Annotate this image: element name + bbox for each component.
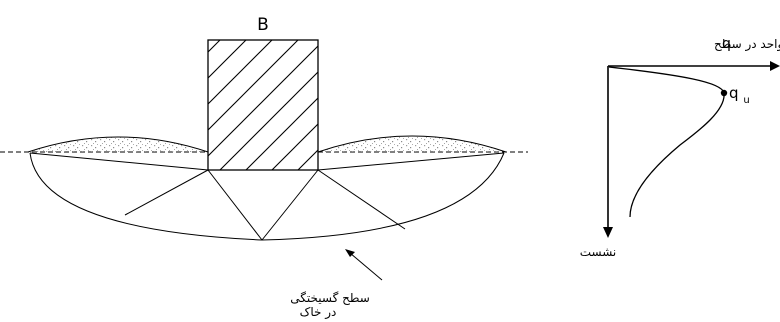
load-axis-arrowhead — [770, 61, 780, 71]
active-wedge-right — [261, 169, 319, 241]
failure-surface-right — [261, 152, 505, 241]
failure-surface-left — [29, 152, 263, 241]
ultimate-load-subscript: u — [743, 95, 749, 106]
ultimate-load-symbol: q — [729, 84, 739, 102]
heaved-soil-left — [28, 137, 208, 152]
footing-width-label: B — [257, 15, 269, 35]
failure-zones — [29, 152, 505, 241]
load-axis-symbol: q — [722, 36, 731, 52]
ultimate-load-label: q u — [729, 84, 750, 106]
heave-outline-right — [317, 135, 507, 153]
footing-diagram: B سطح گسیختگی در خاک — [0, 15, 528, 320]
settlement-axis-label: نشست — [580, 245, 617, 259]
heaved-soil-right — [318, 136, 506, 152]
load-settlement-curve: بار واحد در سطح q q u نشست — [580, 36, 780, 259]
failure-surface-pointer-arrowhead — [345, 249, 355, 257]
heave-outline-left — [27, 136, 209, 153]
radial-shear-line-right — [317, 169, 406, 230]
passive-boundary-left — [29, 152, 209, 171]
active-wedge-left — [207, 169, 263, 241]
ultimate-load-point — [720, 89, 728, 97]
radial-shear-line-left — [124, 169, 209, 216]
load-settlement-curve-line — [608, 66, 725, 218]
failure-surface-label-line1: سطح گسیختگی — [290, 291, 370, 305]
failure-surface-label-line2: در خاک — [300, 305, 337, 320]
failure-surface-pointer-line — [349, 252, 383, 281]
passive-boundary-right — [317, 152, 505, 171]
footing — [207, 39, 319, 171]
settlement-axis-arrowhead — [603, 227, 613, 238]
load-axis-label: بار واحد در سطح — [714, 37, 780, 52]
